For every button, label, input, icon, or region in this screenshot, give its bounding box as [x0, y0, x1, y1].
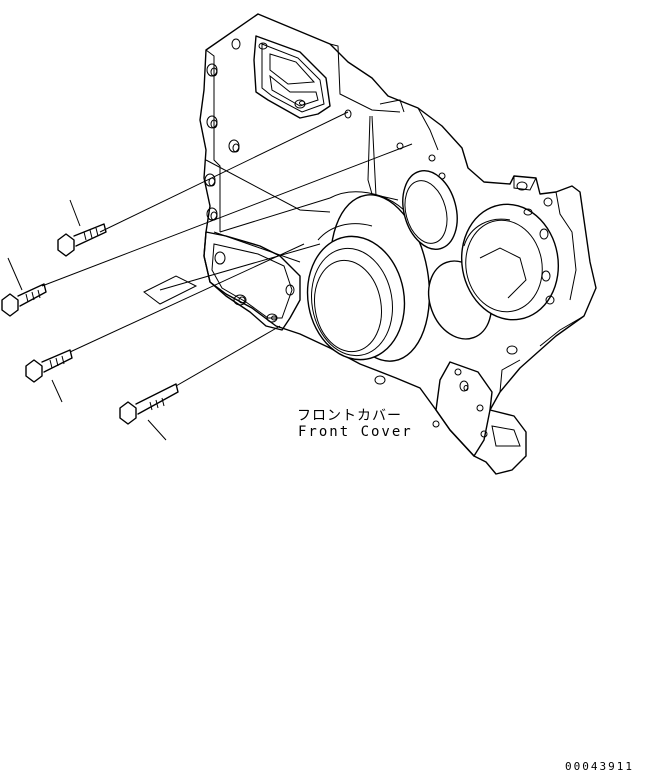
label-tag: [143, 275, 198, 305]
flange-holes: [204, 38, 518, 385]
part-label-japanese: フロントカバー: [297, 408, 402, 424]
bolt-3: [25, 243, 305, 403]
bolt-2: [1, 143, 413, 317]
center-line-upper: [219, 197, 331, 233]
bolt-4: [119, 325, 281, 441]
lower-gasket: [203, 231, 301, 331]
part-label-english: Front Cover: [298, 424, 413, 440]
top-plate: [253, 35, 331, 119]
bolt-1: [57, 111, 349, 257]
seal-bore: [306, 191, 431, 362]
lower-foot: [432, 361, 521, 457]
gear-openings: [402, 170, 560, 340]
drawing-number: 00043911: [565, 760, 634, 773]
right-boss: [513, 176, 577, 305]
center-line-middle: [159, 243, 321, 291]
